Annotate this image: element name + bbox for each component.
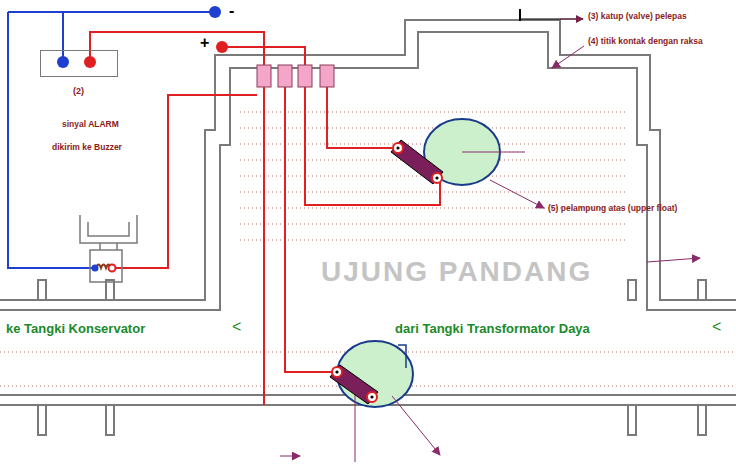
release-valve (520, 9, 583, 21)
coil-terminal (92, 265, 99, 272)
negative-supply-dot (209, 6, 221, 18)
callout-label: (3) katup (valve) pelepas (588, 12, 687, 22)
buzzer-symbol (80, 215, 137, 282)
callout-label: (4) titik kontak dengan raksa (588, 37, 703, 47)
coil-terminal (109, 265, 116, 272)
alarm-box: (2) (40, 50, 118, 77)
flow-arrow: < (232, 318, 241, 336)
pointer-arrows (280, 46, 700, 456)
flow-label: dari Tangki Transformator Daya (395, 322, 590, 337)
signal-note: dikirim ke Buzzer (52, 143, 122, 153)
flow-arrow: < (712, 318, 721, 336)
positive-supply-dot (216, 41, 228, 53)
signal-note: sinyal ALARM (62, 120, 119, 130)
positive-terminal (84, 56, 96, 68)
polarity-sign: - (229, 2, 234, 20)
callout-label: (5) pelampung atas (upper float) (548, 204, 677, 214)
negative-terminal (57, 56, 69, 68)
negative-wires (8, 12, 215, 268)
polarity-sign: + (200, 34, 209, 52)
terminal-block (257, 65, 334, 87)
upper-float (391, 119, 525, 185)
flow-label: ke Tangki Konservator (6, 322, 145, 337)
pipe-flanges (38, 280, 706, 435)
watermark: UJUNG PANDANG (318, 256, 595, 288)
lower-float (330, 341, 413, 462)
callout-number: (2) (73, 86, 84, 96)
